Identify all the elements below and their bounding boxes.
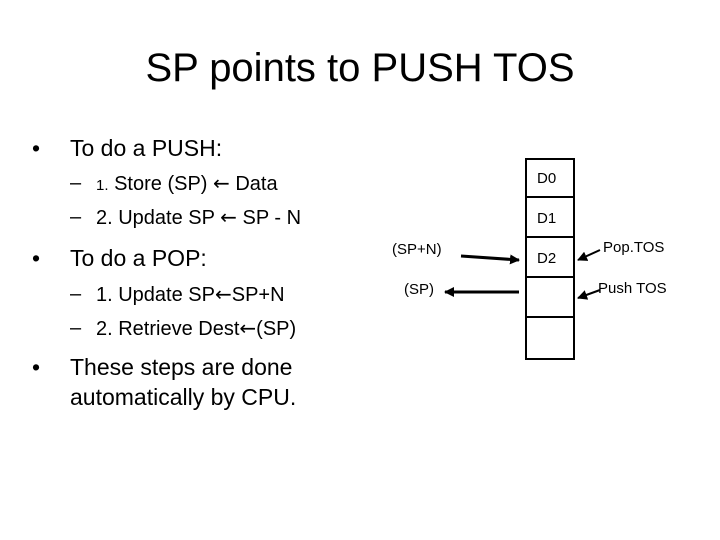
stack-cell-d2: D2 bbox=[527, 240, 573, 278]
pop-step-2-text: 2. Retrieve Dest bbox=[96, 318, 240, 340]
push-step-1-number: 1. bbox=[96, 177, 109, 194]
push-step-2-rhs: SP - N bbox=[242, 207, 302, 229]
pop-heading: To do a POP: bbox=[70, 245, 207, 271]
stack-cell-d0: D0 bbox=[527, 160, 573, 198]
pop-step-2: – 2. Retrieve Dest←(SP) bbox=[70, 315, 297, 342]
push-step-1: – 1. Store (SP) ← Data bbox=[70, 170, 278, 199]
bullet-icon: • bbox=[32, 135, 41, 161]
left-arrow-icon: ← bbox=[213, 171, 230, 195]
slide-title: SP points to PUSH TOS bbox=[145, 46, 575, 90]
dash-icon: – bbox=[70, 317, 82, 339]
left-arrow-icon: ← bbox=[214, 282, 232, 306]
push-heading: To do a PUSH: bbox=[70, 135, 223, 161]
memory-stack: D0 D1 D2 bbox=[525, 158, 575, 360]
note-bullet: • These steps are done automatically by … bbox=[32, 352, 297, 412]
push-bullet: • To do a PUSH: bbox=[32, 133, 223, 163]
push-step-1-text: Store (SP) bbox=[114, 173, 208, 195]
bullet-icon: • bbox=[32, 245, 41, 271]
bullet-icon: • bbox=[32, 354, 41, 380]
left-arrow-icon: ← bbox=[220, 205, 237, 229]
sp-label: (SP) bbox=[404, 281, 434, 298]
note-line-1: These steps are done bbox=[70, 354, 293, 380]
sp-plus-n-label: (SP+N) bbox=[392, 241, 442, 258]
stack-cell-empty-1 bbox=[527, 280, 573, 318]
pop-tos-label: Pop.TOS bbox=[603, 239, 665, 256]
push-step-2: – 2. Update SP ← SP - N bbox=[70, 204, 302, 231]
pop-tos-arrow bbox=[577, 249, 601, 261]
pop-step-1-rhs: SP+N bbox=[231, 284, 285, 306]
push-tos-arrow bbox=[577, 289, 601, 300]
sp-plus-n-arrow bbox=[460, 254, 520, 265]
push-tos-label: Push TOS bbox=[598, 280, 667, 297]
pop-step-2-rhs: (SP) bbox=[256, 318, 297, 340]
dash-icon: – bbox=[70, 172, 82, 194]
push-step-2-text: 2. Update SP bbox=[96, 207, 215, 229]
dash-icon: – bbox=[70, 283, 82, 305]
dash-icon: – bbox=[70, 206, 82, 228]
note-line-2: automatically by CPU. bbox=[70, 384, 297, 410]
stack-cell-d1: D1 bbox=[527, 200, 573, 238]
pop-step-1-text: 1. Update SP bbox=[96, 284, 215, 306]
pop-bullet: • To do a POP: bbox=[32, 243, 207, 273]
left-arrow-icon: ← bbox=[239, 316, 257, 340]
pop-step-1: – 1. Update SP←SP+N bbox=[70, 281, 285, 308]
push-step-1-rhs: Data bbox=[235, 173, 278, 195]
